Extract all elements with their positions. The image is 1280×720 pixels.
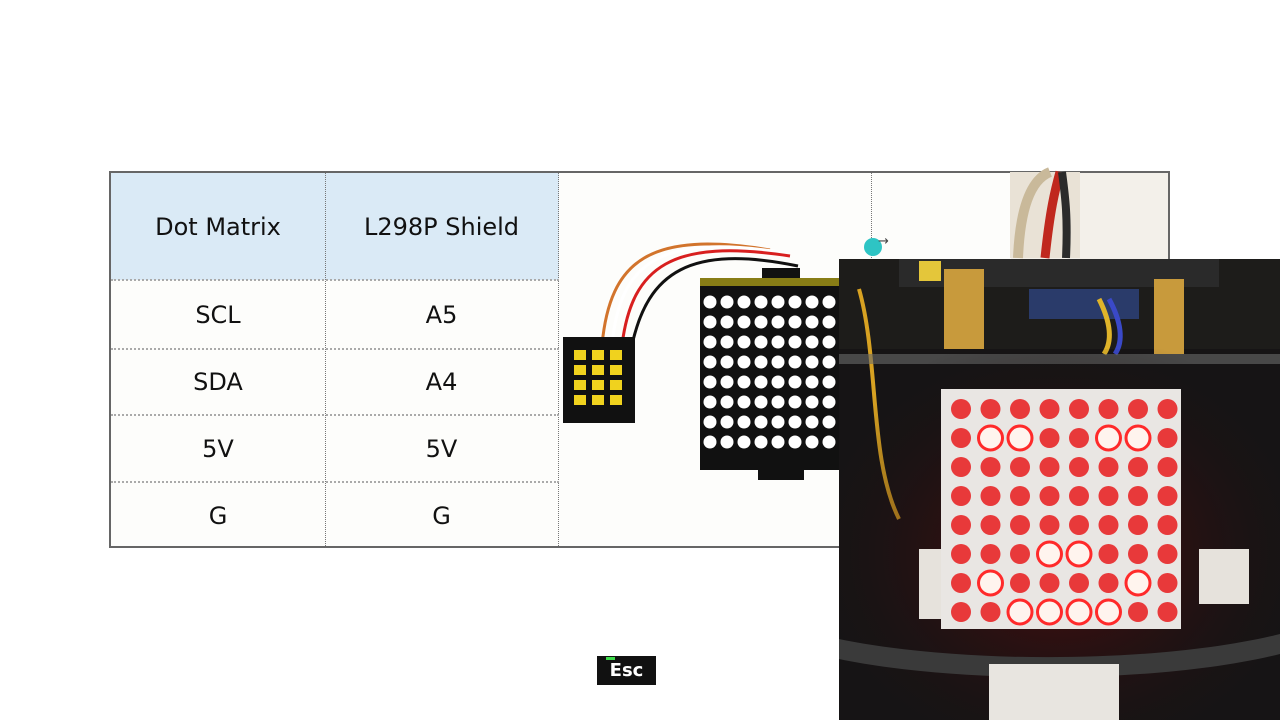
led-lit — [1006, 424, 1034, 452]
row-divider — [111, 348, 559, 350]
led-dim — [1098, 515, 1119, 535]
led-dim — [1010, 544, 1030, 564]
camera-overlay — [839, 259, 1280, 720]
led-dim — [1098, 544, 1119, 564]
motor-board — [1029, 289, 1139, 319]
led-dim — [1128, 399, 1148, 419]
led-dim — [1039, 486, 1060, 506]
led-dim — [980, 486, 1001, 506]
led-dim — [951, 573, 971, 593]
led-dim — [1069, 486, 1089, 506]
brass-standoff — [944, 269, 984, 349]
cursor-arrow-icon: → — [878, 234, 889, 249]
column-divider — [558, 173, 559, 546]
esc-key-label: Esc — [609, 660, 644, 681]
led-dim — [1039, 515, 1060, 535]
led-dim — [951, 486, 971, 506]
led-dim — [1039, 399, 1060, 419]
cell-shield-pin: A5 — [425, 300, 458, 329]
esc-key-indicator[interactable]: Esc — [597, 656, 656, 685]
led-dim — [980, 602, 1001, 622]
led-dim — [1039, 428, 1060, 448]
led-dim — [1010, 399, 1030, 419]
cursor-indicator — [864, 238, 882, 256]
cell-shield-pin: G — [432, 502, 451, 530]
led-dim — [1098, 457, 1119, 477]
led-dim — [1010, 573, 1030, 593]
caster — [989, 664, 1119, 720]
led-dim — [1069, 399, 1089, 419]
photo-strip — [1011, 173, 1168, 263]
led-dim — [1010, 486, 1030, 506]
led-lit — [1036, 598, 1063, 626]
led-lit — [1036, 540, 1063, 568]
led-lit — [1095, 424, 1122, 452]
led-lit — [1124, 424, 1152, 452]
led-dim — [980, 457, 1001, 477]
cell-dot-matrix-pin: SCL — [195, 300, 241, 329]
led-dim — [1069, 457, 1089, 477]
table-header-bg — [111, 173, 559, 280]
row-divider — [111, 414, 559, 416]
led-lit — [1006, 598, 1034, 626]
led-dim — [1157, 457, 1178, 477]
cell-dot-matrix-pin: 5V — [202, 434, 234, 463]
led-dim — [1128, 486, 1148, 506]
led-dim — [1128, 602, 1148, 622]
led-dim — [1157, 602, 1178, 622]
led-dim — [1128, 457, 1148, 477]
motor-mount — [1199, 549, 1249, 604]
led-dim — [951, 399, 971, 419]
header-dot-matrix: Dot Matrix — [155, 212, 281, 241]
led-dim — [1098, 486, 1119, 506]
led-dim — [951, 602, 971, 622]
led-dim — [951, 457, 971, 477]
cell-shield-pin: A4 — [425, 368, 458, 396]
led-dim — [1069, 428, 1089, 448]
led-dim — [1039, 457, 1060, 477]
led-dim — [951, 515, 971, 535]
led-dim — [951, 544, 971, 564]
led-dim — [1039, 573, 1060, 593]
cell-shield-pin: 5V — [425, 434, 458, 463]
led-lit — [1065, 598, 1093, 626]
key-press-indicator — [606, 657, 615, 660]
led-dim — [1010, 515, 1030, 535]
led-lit — [977, 424, 1004, 452]
led-matrix-lit — [951, 399, 1178, 626]
led-dim — [1069, 515, 1089, 535]
brass-standoff — [1154, 279, 1184, 354]
led-dim — [1128, 544, 1148, 564]
row-divider — [111, 481, 559, 483]
robot-photo — [839, 259, 1280, 720]
led-dim — [1098, 399, 1119, 419]
led-dim — [1157, 515, 1178, 535]
header-l298p-shield: L298P Shield — [363, 212, 520, 241]
cell-dot-matrix-pin: SDA — [193, 368, 243, 396]
led-dim — [1157, 399, 1178, 419]
led-dim — [980, 399, 1001, 419]
led-lit — [1065, 540, 1093, 568]
led-dim — [1157, 486, 1178, 506]
led-dim — [1098, 573, 1119, 593]
led-dim — [1157, 573, 1178, 593]
led-dim — [1128, 515, 1148, 535]
led-dim — [1157, 544, 1178, 564]
led-dim — [1157, 428, 1178, 448]
led-dim — [980, 544, 1001, 564]
row-divider — [111, 279, 559, 281]
led-lit — [977, 569, 1004, 597]
led-lit — [1124, 569, 1152, 597]
led-dim — [1010, 457, 1030, 477]
led-dim — [951, 428, 971, 448]
led-dim — [980, 515, 1001, 535]
led-lit — [1095, 598, 1122, 626]
chassis-rim — [839, 634, 1280, 678]
column-divider — [325, 173, 326, 546]
led-dim — [1069, 573, 1089, 593]
cell-dot-matrix-pin: G — [208, 502, 228, 530]
